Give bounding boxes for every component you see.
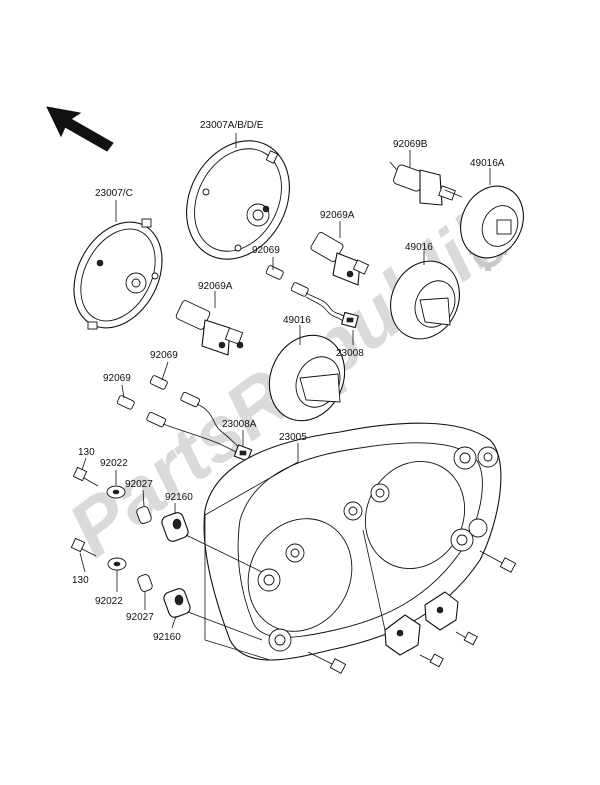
label-23007abde: 23007A/B/D/E bbox=[200, 120, 264, 131]
rubber-cover-49016a bbox=[460, 185, 524, 259]
collar-92027-upper bbox=[136, 506, 152, 524]
rubber-cover-49016-right bbox=[390, 260, 460, 340]
label-49016a: 49016A bbox=[470, 158, 505, 169]
label-92027-top: 92027 bbox=[125, 479, 153, 490]
bolt-130-lower bbox=[70, 537, 97, 557]
part-labels: 23007A/B/D/E 23007/C 92069B 49016A 92069… bbox=[72, 120, 505, 643]
label-92160-bot: 92160 bbox=[153, 632, 181, 643]
bulb-92069-left-a bbox=[149, 375, 168, 390]
grommet-92160-upper bbox=[161, 512, 189, 542]
label-23008: 23008 bbox=[336, 348, 364, 359]
harness-23008a bbox=[146, 391, 253, 462]
washer-92022-upper bbox=[106, 485, 126, 499]
label-23007c: 23007/C bbox=[95, 188, 133, 199]
bulb-92069b bbox=[389, 161, 463, 206]
bulb-92069a-upper bbox=[310, 231, 370, 286]
rubber-cover-49016-center bbox=[268, 334, 346, 422]
grommet-92160-lower bbox=[163, 588, 191, 618]
headlight-rim-left bbox=[73, 218, 163, 330]
label-23005: 23005 bbox=[279, 432, 307, 443]
label-92069a-left: 92069A bbox=[198, 281, 233, 292]
washer-92022-lower bbox=[107, 557, 127, 571]
label-92160-top: 92160 bbox=[165, 492, 193, 503]
label-92069b: 92069B bbox=[393, 139, 428, 150]
headlight-housing-23005 bbox=[203, 422, 502, 661]
bulb-92069a-lower bbox=[175, 300, 244, 356]
leader-lines bbox=[79, 133, 491, 661]
headlight-rim-upper bbox=[186, 140, 290, 260]
bolt-right-long bbox=[479, 550, 517, 573]
label-92069-a: 92069 bbox=[150, 350, 178, 361]
label-130-bot: 130 bbox=[72, 575, 89, 586]
harness-23008 bbox=[290, 282, 359, 329]
collar-92027-lower bbox=[137, 574, 153, 592]
bolt-bracket-b bbox=[455, 631, 478, 646]
label-92027-bot: 92027 bbox=[126, 612, 154, 623]
label-92022-bot: 92022 bbox=[95, 596, 123, 607]
label-49016-right: 49016 bbox=[405, 242, 433, 253]
label-92069-mid: 92069 bbox=[252, 245, 280, 256]
bulb-92069-left-b bbox=[116, 395, 135, 410]
label-92069-b: 92069 bbox=[103, 373, 131, 384]
label-23008a: 23008A bbox=[222, 419, 257, 430]
front-direction-arrow-icon bbox=[46, 106, 114, 152]
label-130-top: 130 bbox=[78, 447, 95, 458]
label-92022-top: 92022 bbox=[100, 458, 128, 469]
bolt-bracket-a bbox=[419, 653, 444, 668]
adjuster-brackets bbox=[384, 591, 459, 656]
bolt-bottom-long bbox=[307, 651, 347, 674]
bulb-92069-mid bbox=[265, 265, 284, 280]
label-92069a-top: 92069A bbox=[320, 210, 355, 221]
label-49016-center: 49016 bbox=[283, 315, 311, 326]
